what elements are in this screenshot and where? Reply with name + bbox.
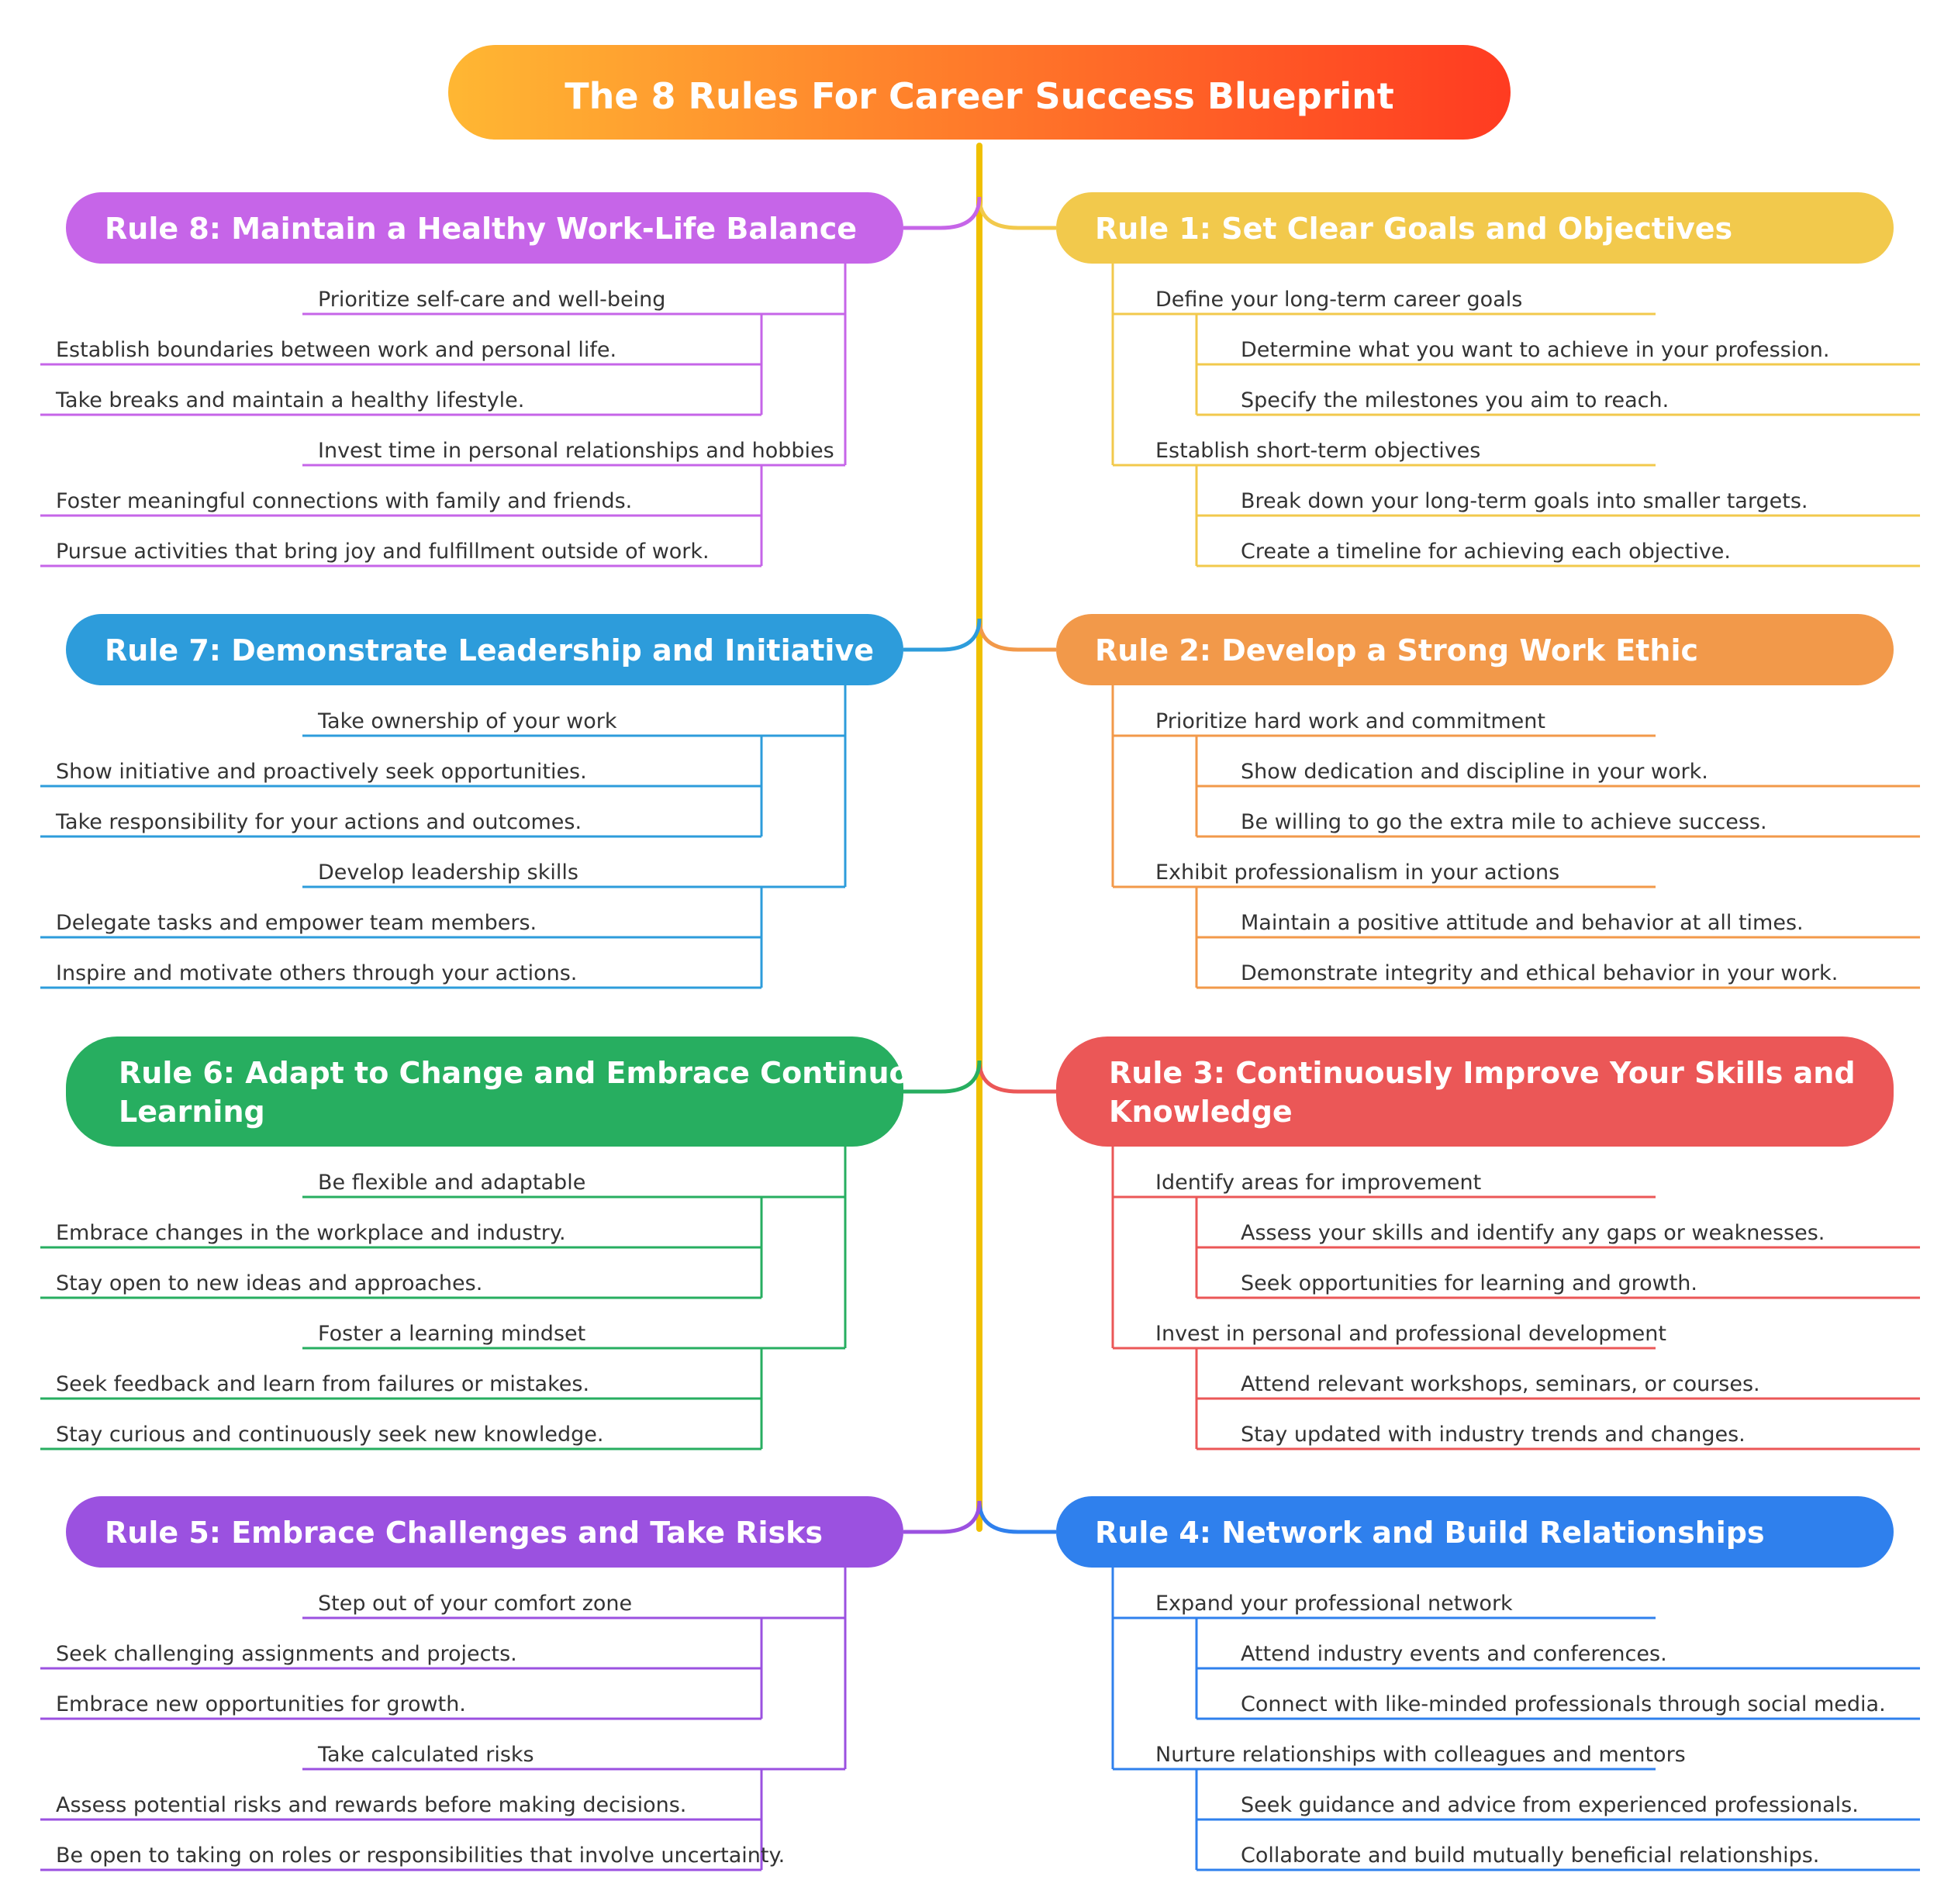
rule-topic-box[interactable]	[66, 192, 903, 264]
subtopic-label[interactable]: Expand your professional network	[1155, 1592, 1513, 1616]
leaf-item[interactable]: Take breaks and maintain a healthy lifes…	[55, 388, 524, 412]
rule-title-line: Rule 3: Continuously Improve Your Skills…	[1109, 1056, 1856, 1090]
leaf-item[interactable]: Embrace new opportunities for growth.	[56, 1692, 466, 1716]
leaf-item[interactable]: Stay updated with industry trends and ch…	[1241, 1423, 1746, 1447]
rule-title-line: Learning	[119, 1095, 265, 1129]
leaf-item[interactable]: Collaborate and build mutually beneficia…	[1241, 1844, 1819, 1868]
rule-topic-box[interactable]	[1056, 614, 1894, 685]
subtopic-label[interactable]: Take ownership of your work	[317, 709, 617, 733]
rule-topic-box[interactable]	[1056, 1037, 1894, 1147]
central-topic[interactable]: The 8 Rules For Career Success Blueprint	[448, 45, 1511, 140]
rule-topic-box[interactable]	[66, 1037, 903, 1147]
leaf-item[interactable]: Assess your skills and identify any gaps…	[1241, 1221, 1825, 1245]
rule-title-line: Knowledge	[1109, 1095, 1293, 1129]
rule-topic-title: Rule 7: Demonstrate Leadership and Initi…	[105, 633, 874, 667]
rule-topic-title: Rule 2: Develop a Strong Work Ethic	[1095, 633, 1698, 667]
leaf-item[interactable]: Attend relevant workshops, seminars, or …	[1241, 1372, 1760, 1396]
leaf-item[interactable]: Assess potential risks and rewards befor…	[56, 1793, 686, 1817]
leaf-item[interactable]: Establish boundaries between work and pe…	[56, 338, 616, 362]
rule-connector	[977, 1500, 1056, 1534]
subtopic-label[interactable]: Step out of your comfort zone	[318, 1592, 632, 1616]
rule-connector	[977, 196, 1056, 230]
subtopic-label[interactable]: Take calculated risks	[317, 1743, 534, 1767]
rule-title-line: Rule 4: Network and Build Relationships	[1095, 1516, 1765, 1550]
leaf-item[interactable]: Stay open to new ideas and approaches.	[56, 1271, 482, 1295]
leaf-item[interactable]: Be open to taking on roles or responsibi…	[56, 1844, 785, 1868]
connector-lines	[40, 143, 1920, 1871]
rule-branch-5: Rule 5: Embrace Challenges and Take Risk…	[56, 1496, 903, 1868]
rule-branch-4: Rule 4: Network and Build RelationshipsE…	[1056, 1496, 1894, 1868]
rule-branch-7: Rule 7: Demonstrate Leadership and Initi…	[55, 614, 903, 985]
central-topic-title: The 8 Rules For Career Success Blueprint	[565, 75, 1394, 117]
leaf-item[interactable]: Delegate tasks and empower team members.	[56, 911, 537, 935]
rule-branch-2: Rule 2: Develop a Strong Work EthicPrior…	[1056, 614, 1894, 985]
rule-title-line: Rule 7: Demonstrate Leadership and Initi…	[105, 633, 874, 667]
subtopic-label[interactable]: Nurture relationships with colleagues an…	[1155, 1743, 1686, 1767]
rule-topic-box[interactable]	[1056, 1496, 1894, 1568]
leaf-item[interactable]: Show initiative and proactively seek opp…	[56, 760, 587, 784]
rule-title-line: Rule 1: Set Clear Goals and Objectives	[1095, 212, 1732, 246]
subtopic-label[interactable]: Foster a learning mindset	[318, 1322, 585, 1346]
leaf-item[interactable]: Stay curious and continuously seek new k…	[56, 1423, 603, 1447]
rule-connector	[903, 1060, 982, 1094]
subtopic-label[interactable]: Invest in personal and professional deve…	[1155, 1322, 1666, 1346]
subtopic-label[interactable]: Establish short-term objectives	[1155, 439, 1480, 463]
subtopic-label[interactable]: Develop leadership skills	[318, 861, 578, 885]
subtopic-label[interactable]: Exhibit professionalism in your actions	[1155, 861, 1559, 885]
subtopic-label[interactable]: Be flexible and adaptable	[318, 1171, 585, 1195]
rule-topic-title: Rule 1: Set Clear Goals and Objectives	[1095, 212, 1732, 246]
leaf-item[interactable]: Seek guidance and advice from experience…	[1241, 1793, 1859, 1817]
subtopic-label[interactable]: Identify areas for improvement	[1155, 1171, 1481, 1195]
rule-topic-title: Rule 6: Adapt to Change and Embrace Cont…	[119, 1056, 948, 1129]
leaf-item[interactable]: Create a timeline for achieving each obj…	[1241, 540, 1731, 564]
leaf-item[interactable]: Be willing to go the extra mile to achie…	[1241, 810, 1767, 834]
leaf-item[interactable]: Demonstrate integrity and ethical behavi…	[1241, 961, 1838, 985]
rule-connector	[903, 196, 982, 230]
leaf-item[interactable]: Specify the milestones you aim to reach.	[1241, 388, 1669, 412]
rule-connector	[977, 1060, 1056, 1094]
subtopic-label[interactable]: Define your long-term career goals	[1155, 288, 1522, 312]
rule-topic-title: Rule 3: Continuously Improve Your Skills…	[1109, 1056, 1856, 1129]
leaf-item[interactable]: Embrace changes in the workplace and ind…	[56, 1221, 566, 1245]
leaf-item[interactable]: Inspire and motivate others through your…	[56, 961, 577, 985]
nodes-layer: The 8 Rules For Career Success Blueprint…	[55, 45, 1894, 1868]
leaf-item[interactable]: Foster meaningful connections with famil…	[56, 489, 632, 513]
leaf-item[interactable]: Determine what you want to achieve in yo…	[1241, 338, 1829, 362]
rule-branch-1: Rule 1: Set Clear Goals and ObjectivesDe…	[1056, 192, 1894, 564]
leaf-item[interactable]: Show dedication and discipline in your w…	[1241, 760, 1708, 784]
rule-topic-title: Rule 4: Network and Build Relationships	[1095, 1516, 1765, 1550]
subtopic-label[interactable]: Prioritize hard work and commitment	[1155, 709, 1545, 733]
leaf-item[interactable]: Connect with like-minded professionals t…	[1241, 1692, 1886, 1716]
rule-branch-3: Rule 3: Continuously Improve Your Skills…	[1056, 1037, 1894, 1447]
leaf-item[interactable]: Attend industry events and conferences.	[1241, 1642, 1667, 1666]
rule-topic-box[interactable]	[66, 614, 903, 685]
rule-title-line: Rule 5: Embrace Challenges and Take Risk…	[105, 1516, 823, 1550]
subtopic-label[interactable]: Prioritize self-care and well-being	[318, 288, 665, 312]
rule-connector	[977, 618, 1056, 652]
leaf-item[interactable]: Seek feedback and learn from failures or…	[56, 1372, 589, 1396]
rule-branch-6: Rule 6: Adapt to Change and Embrace Cont…	[56, 1037, 948, 1447]
rule-topic-box[interactable]	[66, 1496, 903, 1568]
rule-topic-title: Rule 8: Maintain a Healthy Work-Life Bal…	[105, 212, 857, 246]
leaf-item[interactable]: Maintain a positive attitude and behavio…	[1241, 911, 1804, 935]
rule-topic-box[interactable]	[1056, 192, 1894, 264]
rule-title-line: Rule 8: Maintain a Healthy Work-Life Bal…	[105, 212, 857, 246]
rule-title-line: Rule 2: Develop a Strong Work Ethic	[1095, 633, 1698, 667]
rule-branch-8: Rule 8: Maintain a Healthy Work-Life Bal…	[55, 192, 903, 564]
leaf-item[interactable]: Pursue activities that bring joy and ful…	[56, 540, 710, 564]
rule-connector	[903, 1500, 982, 1534]
leaf-item[interactable]: Seek challenging assignments and project…	[56, 1642, 517, 1666]
leaf-item[interactable]: Take responsibility for your actions and…	[55, 810, 582, 834]
subtopic-label[interactable]: Invest time in personal relationships an…	[318, 439, 834, 463]
rule-topic-title: Rule 5: Embrace Challenges and Take Risk…	[105, 1516, 823, 1550]
leaf-item[interactable]: Seek opportunities for learning and grow…	[1241, 1271, 1697, 1295]
central-topic-box[interactable]	[448, 45, 1511, 140]
rule-title-line: Rule 6: Adapt to Change and Embrace Cont…	[119, 1056, 948, 1090]
leaf-item[interactable]: Break down your long-term goals into sma…	[1241, 489, 1808, 513]
rule-connector	[903, 618, 982, 652]
